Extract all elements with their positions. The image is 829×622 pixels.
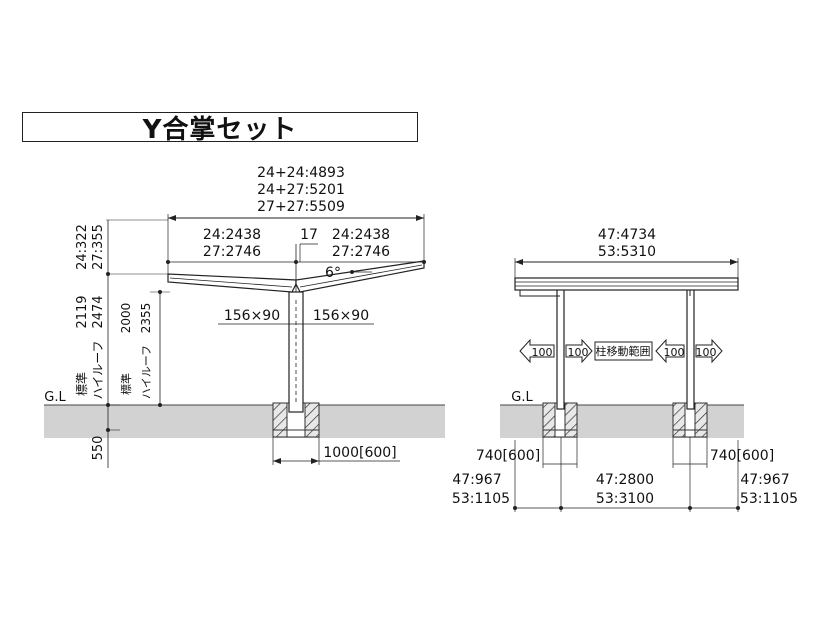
- side-high-roof-1: 2119: [75, 295, 90, 328]
- side-depth: 550: [91, 436, 106, 461]
- side-roof-height-1: 24:322: [75, 224, 90, 270]
- side-post-right-size: 156×90: [313, 308, 369, 324]
- side-roof-height-2: 27:355: [91, 224, 106, 270]
- front-middle-2: 53:3100: [596, 491, 654, 507]
- front-arrow-a-label: 100: [532, 346, 553, 359]
- front-arrow-b: [565, 338, 593, 364]
- side-std-label: 標準: [74, 372, 89, 396]
- front-arrow-d: [695, 338, 723, 364]
- front-arrow-b-label: 100: [568, 346, 589, 359]
- front-gl: G.L: [511, 390, 533, 405]
- side-right-half-1: 24:2438: [332, 227, 390, 243]
- side-left-half-2: 27:2746: [203, 244, 261, 260]
- side-right-half-2: 27:2746: [332, 244, 390, 260]
- front-side-left-2: 53:1105: [452, 491, 510, 507]
- side-view: 24+24:4893 24+27:5201 27+27:5509 24:2438…: [44, 165, 445, 468]
- side-high-roof-2: 2474: [91, 295, 106, 328]
- side-total-line-2: 24+27:5201: [257, 182, 345, 198]
- front-middle-1: 47:2800: [596, 472, 654, 488]
- side-std-label-2: 標準: [119, 373, 133, 395]
- front-arrow-a: [519, 338, 555, 364]
- side-left-half-1: 24:2438: [203, 227, 261, 243]
- front-arrow-d-label: 100: [696, 346, 717, 359]
- side-post-width: 17: [300, 227, 318, 243]
- front-side-right-1: 47:967: [740, 472, 789, 488]
- side-high-label: ハイルーフ: [91, 340, 105, 399]
- move-range-label: 柱移動範囲: [596, 344, 651, 358]
- side-footing-dim: 1000[600]: [323, 445, 396, 461]
- side-post-left-size: 156×90: [224, 308, 280, 324]
- title-box: Y合掌セット: [22, 112, 418, 145]
- front-footing-left-dim: 740[600]: [476, 448, 540, 464]
- side-ground: [44, 405, 445, 438]
- side-roof-left: [167, 273, 297, 293]
- side-std-roof-1: 2000: [119, 303, 133, 334]
- front-arrow-c: [655, 338, 685, 364]
- front-width-line-1: 47:4734: [598, 227, 656, 243]
- move-range-box: [594, 341, 653, 361]
- diagram-title: Y合掌セット: [142, 114, 298, 145]
- side-gl: G.L: [44, 390, 66, 405]
- front-roof: [514, 277, 739, 291]
- front-side-right-2: 53:1105: [740, 491, 798, 507]
- front-side-left-1: 47:967: [452, 472, 501, 488]
- front-footing-right-dim: 740[600]: [710, 448, 774, 464]
- side-high-label-2: ハイルーフ: [140, 345, 153, 399]
- front-post-right: [686, 283, 695, 410]
- side-total-line-3: 27+27:5509: [257, 199, 345, 215]
- side-std-roof-2: 2355: [139, 303, 153, 334]
- front-post-left: [556, 283, 565, 410]
- front-width-line-2: 53:5310: [598, 244, 656, 260]
- side-total-line-1: 24+24:4893: [257, 165, 345, 181]
- front-view: 100 100 柱移動範囲 100 100 47:4734 53:5310 G.…: [452, 227, 798, 512]
- side-slope: 6°: [325, 265, 341, 281]
- front-arrow-c-label: 100: [664, 346, 685, 359]
